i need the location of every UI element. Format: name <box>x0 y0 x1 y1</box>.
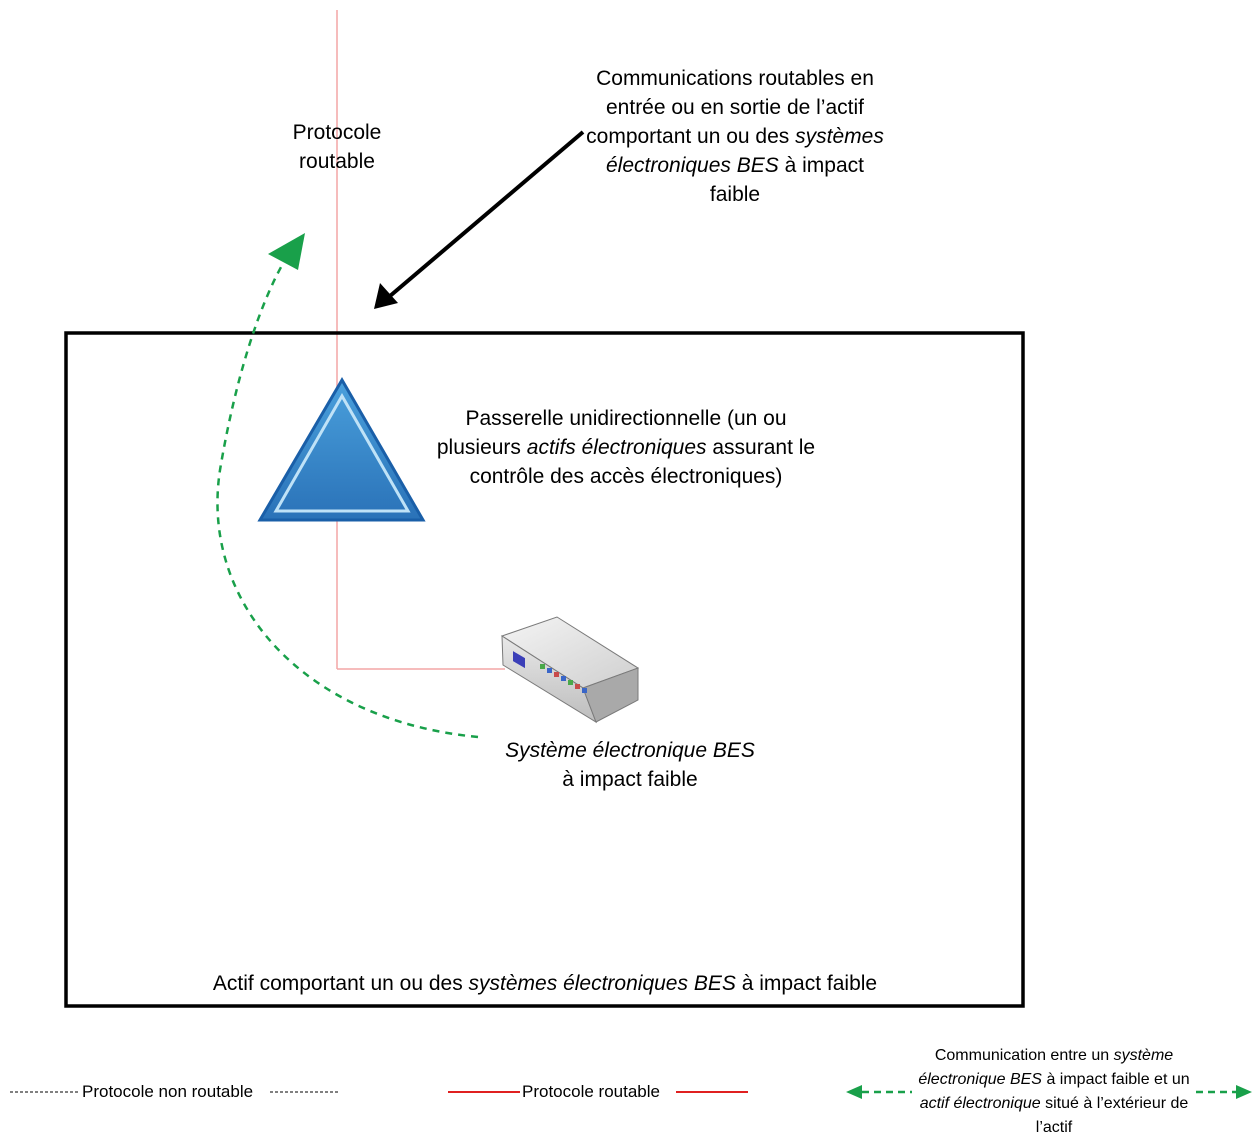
legend-green-label: Communication entre un système électroni… <box>918 1047 1190 1136</box>
routable-protocol-line <box>336 10 505 670</box>
bes-system-device-icon <box>500 616 640 724</box>
bes-system-label: Système électronique BES à impact faible <box>505 739 755 791</box>
communications-arrow <box>374 130 585 309</box>
legend-routable-label: Protocole routable <box>522 1082 660 1101</box>
gateway-label: Passerelle unidirectionnelle (un ou plus… <box>436 407 816 488</box>
asset-boundary-box <box>64 331 1025 1008</box>
protocol-routable-label: Protocole routable <box>292 121 382 173</box>
legend-green-arrows <box>846 1085 1252 1099</box>
green-communication-arrow <box>216 233 479 739</box>
unidirectional-gateway-icon <box>257 377 426 522</box>
communications-label: Communications routables en entrée ou en… <box>586 67 884 206</box>
asset-label: Actif comportant un ou des systèmes élec… <box>212 972 878 995</box>
legend-non-routable-label: Protocole non routable <box>82 1082 254 1101</box>
